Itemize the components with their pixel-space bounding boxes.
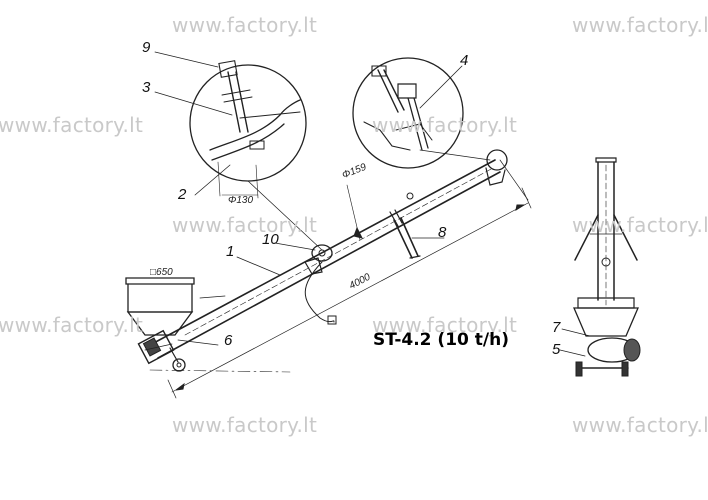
detail-circle-left xyxy=(190,61,322,250)
model-label: ST-4.2 (10 t/h) xyxy=(373,330,509,350)
callout-9: 9 xyxy=(142,39,151,56)
callout-7: 7 xyxy=(552,319,561,336)
callout-3: 3 xyxy=(142,79,151,96)
conveyor-tube xyxy=(150,160,500,358)
discharge-head xyxy=(486,150,528,200)
hopper xyxy=(126,278,225,335)
ground-line xyxy=(150,370,290,372)
watermark: www.factory.lt xyxy=(372,113,518,137)
motor-gearbox xyxy=(138,331,173,364)
callout-5: 5 xyxy=(552,341,561,358)
watermark: www.factory.lt xyxy=(372,313,518,337)
side-view xyxy=(574,158,640,376)
watermark: www.factory.lt xyxy=(172,413,318,437)
watermark: www.factory.lt xyxy=(572,13,708,37)
electric-cable xyxy=(305,262,334,322)
detail-circle-right xyxy=(353,58,490,168)
diameter-159-dimension xyxy=(347,185,362,240)
callout-8: 8 xyxy=(438,224,447,241)
watermark: www.factory.lt xyxy=(172,13,318,37)
callout-4: 4 xyxy=(460,52,469,69)
watermark: www.factory.lt xyxy=(0,113,144,137)
support-leg xyxy=(394,218,420,258)
watermark: www.factory.lt xyxy=(172,213,318,237)
hopper-size-label: □650 xyxy=(150,267,173,278)
diameter-130-dimension xyxy=(218,162,258,198)
callout-6: 6 xyxy=(224,332,233,349)
callout-2: 2 xyxy=(178,186,187,203)
callout-10: 10 xyxy=(262,231,279,248)
watermark: www.factory.lt xyxy=(0,313,144,337)
cable-plug xyxy=(328,316,336,324)
lower-wheel xyxy=(170,348,185,371)
callout-1: 1 xyxy=(226,243,235,260)
callout-leaders xyxy=(155,52,590,356)
diameter-130-label: Φ130 xyxy=(228,195,254,206)
watermark: www.factory.lt xyxy=(572,213,708,237)
watermark: www.factory.lt xyxy=(572,413,708,437)
